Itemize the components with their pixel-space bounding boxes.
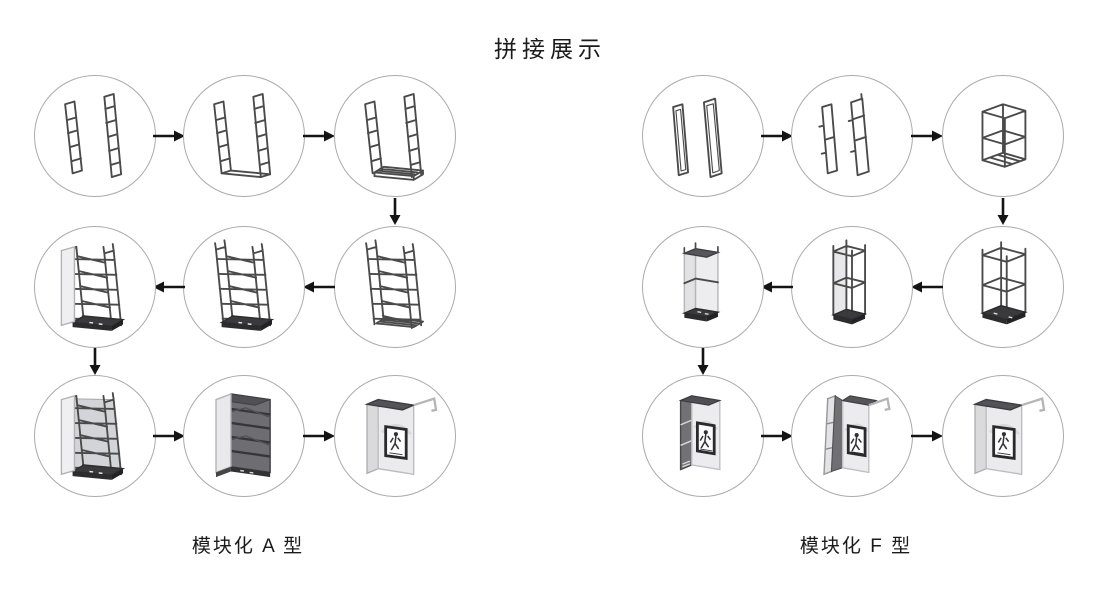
arrow-right-icon <box>761 130 793 142</box>
two-flat-frames-icon <box>672 97 723 178</box>
box-frame-dark-base-icon <box>980 241 1028 325</box>
arrow-down-icon <box>997 198 1009 225</box>
arrow-right-icon <box>761 430 793 442</box>
assembly-step-circle <box>34 375 156 497</box>
box-frame-panel-insert-icon <box>831 239 868 325</box>
tower-back-panel-icon <box>60 392 126 480</box>
group-type-f: 模块化 F 型 <box>608 0 1078 600</box>
arrow-left-icon <box>911 281 943 293</box>
two-ladder-frames-icon <box>64 93 123 178</box>
assembly-step-circle <box>183 75 305 197</box>
assembly-step-circle <box>334 226 456 348</box>
assembly-step-circle <box>791 75 913 197</box>
group-a-label: 模块化 A 型 <box>191 536 305 557</box>
assembly-step-circle <box>942 375 1064 497</box>
assembly-step-circle <box>942 226 1064 348</box>
box-frame-two-shelves-icon <box>981 103 1027 168</box>
assembly-step-circle <box>791 375 913 497</box>
arrow-right-icon <box>911 430 943 442</box>
shelf-tower-side-panel-icon <box>60 243 126 331</box>
arrow-right-icon <box>153 130 185 142</box>
arrow-left-icon <box>761 281 793 293</box>
assembly-step-circle <box>34 226 156 348</box>
arrow-down-icon <box>697 348 709 375</box>
assembly-step-circle <box>334 75 456 197</box>
open-side-poster-cabinet-icon <box>678 394 722 471</box>
finished-display-cabinet-icon <box>972 397 1046 476</box>
ladder-frames-base-platform-icon <box>364 93 424 181</box>
finished-display-cabinet-icon <box>364 397 438 476</box>
assembly-step-circle <box>942 75 1064 197</box>
assembly-step-circle <box>183 375 305 497</box>
arrow-down-icon <box>389 198 401 225</box>
arrow-right-icon <box>303 130 335 142</box>
flat-frames-connectors-icon <box>818 93 870 177</box>
ladder-frames-joined-icon <box>213 93 272 178</box>
panel-cabinet-frame-icon <box>681 242 721 322</box>
group-f-label: 模块化 F 型 <box>799 536 913 557</box>
shelf-tower-dark-base-icon <box>214 239 275 331</box>
arrow-right-icon <box>153 430 185 442</box>
assembly-step-circle <box>791 226 913 348</box>
assembly-step-circle <box>34 75 156 197</box>
arrow-left-icon <box>303 281 335 293</box>
assembly-step-circle <box>642 375 764 497</box>
assembly-step-circle <box>334 375 456 497</box>
assembly-step-circle <box>183 226 305 348</box>
shelf-tower-frame-icon <box>365 239 424 329</box>
page-title: 拼接展示 <box>494 36 606 62</box>
assembly-step-circle <box>642 75 764 197</box>
arrow-down-icon <box>89 348 101 375</box>
group-type-a: 模块化 A 型 <box>0 0 470 600</box>
assembly-step-circle <box>642 226 764 348</box>
arrow-right-icon <box>303 430 335 442</box>
enclosed-cabinet-shelves-icon <box>215 392 271 478</box>
hinged-panel-poster-cabinet-icon <box>823 394 891 476</box>
arrow-left-icon <box>153 281 185 293</box>
arrow-right-icon <box>911 130 943 142</box>
